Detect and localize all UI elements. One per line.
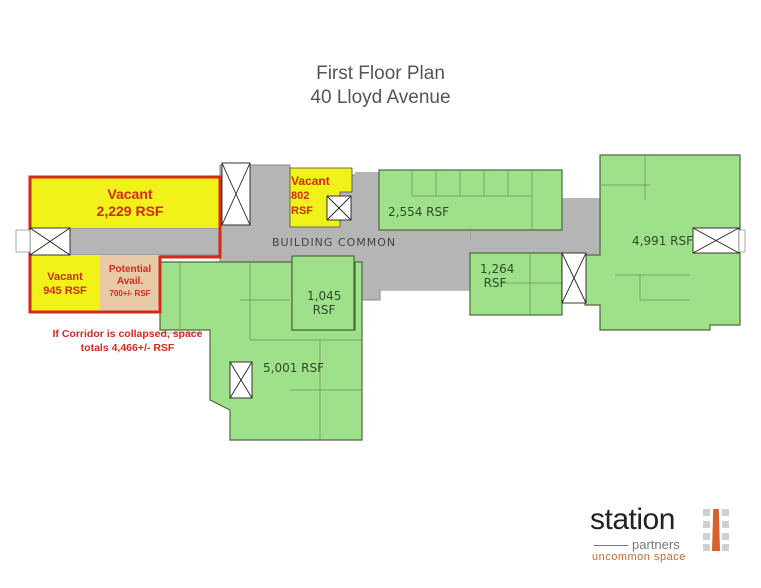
vacant-highlight-outline bbox=[28, 175, 222, 314]
elevator-icon bbox=[326, 195, 352, 221]
vacant-2229-label: Vacant 2,229 RSF bbox=[75, 186, 185, 220]
space-status: Vacant bbox=[291, 174, 330, 188]
stair-icon bbox=[561, 252, 587, 304]
space-status-2: Avail. bbox=[116, 276, 144, 287]
corridor-note: If Corridor is collapsed, space totals 4… bbox=[40, 327, 215, 355]
vacant-802-label: Vacant 802 RSF bbox=[291, 174, 330, 219]
logo-mark-icon bbox=[703, 509, 729, 551]
note-line-1: If Corridor is collapsed, space bbox=[52, 328, 203, 340]
space-1045-label: 1,045 RSF bbox=[307, 289, 341, 317]
space-area-unit: RSF bbox=[291, 205, 313, 217]
space-potential-700[interactable] bbox=[100, 255, 160, 312]
space-status: Vacant bbox=[47, 271, 83, 283]
station-partners-logo: station partners uncommon space bbox=[590, 505, 730, 565]
space-4991[interactable] bbox=[584, 154, 741, 331]
space-area: 945 RSF bbox=[43, 285, 87, 297]
space-area: 2,229 RSF bbox=[96, 203, 164, 219]
space-vacant-945[interactable] bbox=[30, 255, 100, 312]
plan-address: 40 Lloyd Avenue bbox=[310, 87, 451, 108]
note-line-2: totals 4,466+/- RSF bbox=[80, 342, 175, 354]
logo-sub: partners bbox=[632, 537, 680, 552]
space-status: Potential bbox=[108, 264, 152, 275]
space-area-unit: RSF bbox=[312, 303, 336, 317]
vacant-spaces bbox=[30, 167, 353, 312]
plan-title: First Floor Plan bbox=[316, 63, 445, 84]
space-area: 1,045 bbox=[307, 289, 342, 303]
building-common-label: BUILDING COMMON bbox=[272, 236, 397, 249]
vacant-945-label: Vacant 945 RSF bbox=[30, 270, 100, 298]
logo-rule bbox=[594, 545, 628, 546]
stair-icon bbox=[692, 227, 740, 254]
space-status: Vacant bbox=[107, 186, 153, 202]
space-2554-label: 2,554 RSF bbox=[388, 205, 450, 219]
logo-wordmark: station bbox=[590, 503, 675, 536]
stairwells bbox=[29, 162, 740, 399]
space-1264[interactable] bbox=[469, 252, 563, 316]
potential-700-label: Potential Avail. 700+/- RSF bbox=[100, 264, 160, 300]
space-1045[interactable] bbox=[291, 255, 355, 331]
stair-icon bbox=[229, 361, 253, 399]
stair-icon bbox=[221, 162, 251, 226]
space-1264-label: 1,264 RSF bbox=[480, 262, 515, 290]
stair-icon bbox=[29, 227, 71, 256]
space-2554[interactable] bbox=[378, 169, 563, 231]
space-4991-label: 4,991 RSF bbox=[632, 234, 694, 248]
space-area: 1,264 bbox=[480, 262, 515, 276]
space-vacant-2229[interactable] bbox=[30, 177, 220, 228]
space-area: 700+/- RSF bbox=[109, 289, 151, 298]
space-area-unit: RSF bbox=[483, 276, 507, 290]
interior-walls bbox=[179, 155, 690, 440]
space-5001-label: 5,001 RSF bbox=[263, 361, 325, 375]
leased-spaces bbox=[159, 154, 741, 441]
space-area: 802 bbox=[291, 190, 310, 202]
logo-tagline: uncommon space bbox=[592, 551, 686, 563]
